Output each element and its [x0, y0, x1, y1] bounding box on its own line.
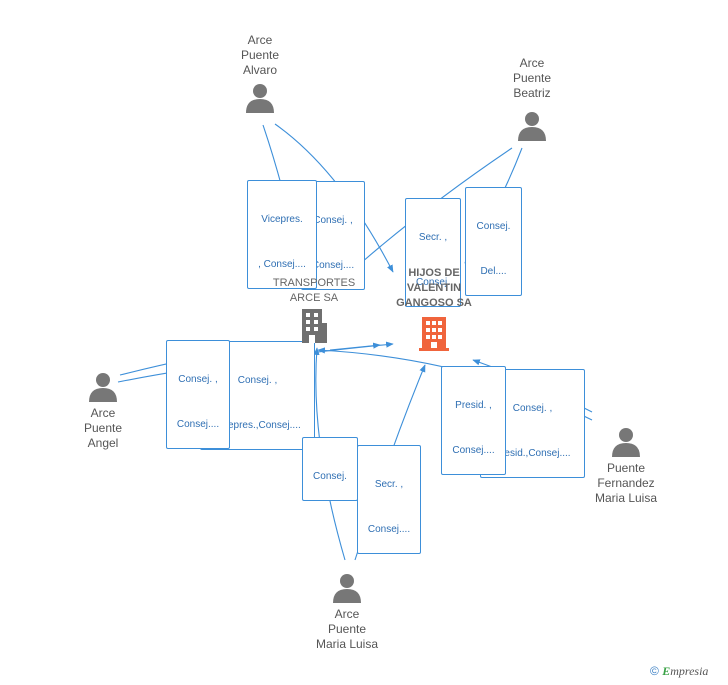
- person-icon: [89, 373, 117, 402]
- person-name-line: Puente: [606, 461, 646, 475]
- company-name-line: GANGOSO SA: [396, 297, 472, 309]
- edge-label-line: Secr. ,: [374, 479, 404, 490]
- company-hijos-valentin-gangoso[interactable]: HIJOS DE VALENTIN GANGOSO SA: [374, 266, 494, 351]
- edge-label-marialuisa-hijos: Secr. , Consej....: [357, 445, 421, 554]
- edge-label-line: Consej.: [476, 221, 511, 232]
- brand-logo-text: mpresia: [670, 664, 709, 678]
- person-name-line: Arce: [247, 33, 273, 47]
- person-name-line: Maria Luisa: [315, 637, 379, 651]
- edge-label-angel-1: Consej. , Consej....: [166, 340, 230, 449]
- person-puente-fernandez-maria-luisa[interactable]: Puente Fernandez Maria Luisa: [571, 427, 681, 506]
- edge-label-beatriz-2: Consej. Del....: [465, 187, 522, 296]
- person-name-line: Arce: [334, 607, 360, 621]
- brand-logo-e: E: [662, 664, 671, 678]
- edge-label-line: Consej. ,: [178, 374, 218, 385]
- person-icon: [333, 574, 361, 603]
- person-name-line: Alvaro: [242, 63, 277, 77]
- person-icon: [518, 112, 546, 141]
- edge-label-fernandez-1: Presid. , Consej....: [441, 366, 506, 475]
- building-icon: [419, 317, 449, 351]
- person-icon: [612, 428, 640, 457]
- person-name-line: Fernandez: [597, 476, 655, 490]
- person-arce-puente-alvaro[interactable]: Arce Puente Alvaro: [205, 33, 315, 113]
- person-name-line: Puente: [327, 622, 367, 636]
- building-icon: [302, 309, 327, 343]
- company-transportes-arce[interactable]: TRANSPORTES ARCE SA: [254, 276, 374, 343]
- edge-label-line: Consej....: [452, 445, 495, 456]
- edge-label-line: Vicepres.,Consej....: [214, 420, 301, 431]
- edge-label-line: Consej....: [311, 260, 355, 271]
- edge-label-line: Consej. ,: [313, 215, 353, 226]
- person-name-line: Puente: [512, 71, 552, 85]
- company-name-line: ARCE SA: [289, 292, 339, 304]
- edge-label-line: Consej. ,: [237, 375, 278, 386]
- person-name-line: Puente: [83, 421, 123, 435]
- person-arce-puente-maria-luisa[interactable]: Arce Puente Maria Luisa: [292, 573, 402, 652]
- edge-label-line: Vicepres.: [261, 214, 303, 225]
- person-name-line: Arce: [519, 56, 545, 70]
- edge-label-line: , Consej....: [258, 259, 306, 270]
- edge-label-line: Consej....: [367, 524, 411, 535]
- empresia-brand: © Empresia: [650, 664, 708, 679]
- edge-label-line: Consej. ,: [512, 403, 553, 414]
- edge-label-line: Consej.: [313, 471, 347, 482]
- person-name-line: Puente: [240, 48, 280, 62]
- edge-label-marialuisa-transportes: Consej.: [302, 437, 358, 501]
- edge-label-beatriz-1: Secr. , Consej.: [405, 198, 461, 307]
- company-name-line: HIJOS DE: [408, 267, 460, 279]
- copyright-symbol: ©: [650, 664, 659, 678]
- edge-label-line: Consej.: [416, 277, 450, 288]
- person-name-line: Beatriz: [513, 86, 551, 100]
- person-name-line: Arce: [90, 406, 116, 420]
- edge-transportes-hijos: [329, 342, 381, 351]
- person-name-line: Angel: [87, 436, 119, 450]
- company-name-line: VALENTIN: [406, 282, 462, 294]
- person-arce-puente-beatriz[interactable]: Arce Puente Beatriz: [477, 56, 587, 141]
- company-name-line: TRANSPORTES: [272, 277, 356, 289]
- edge-label-line: Consej....: [176, 419, 220, 430]
- person-arce-puente-angel[interactable]: Arce Puente Angel: [48, 372, 158, 451]
- edge-label-line: Presid.,Consej....: [494, 448, 571, 459]
- person-name-line: Maria Luisa: [594, 491, 658, 505]
- person-icon: [246, 84, 274, 113]
- edge-label-line: Presid. ,: [455, 400, 492, 411]
- edge-label-alvaro-transportes: Vicepres. , Consej....: [247, 180, 317, 289]
- edge-label-line: Del....: [480, 266, 507, 277]
- edge-label-line: Secr. ,: [418, 232, 448, 243]
